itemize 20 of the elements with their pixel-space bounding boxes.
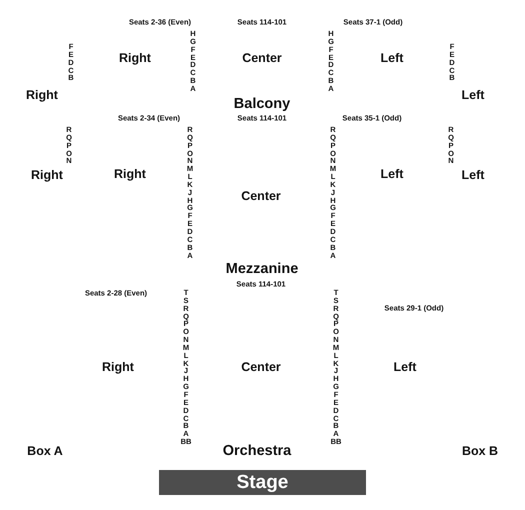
section-label: Left <box>462 88 484 102</box>
level-label: Mezzanine <box>226 262 298 276</box>
section-label: Left <box>380 168 404 180</box>
section-label: Right <box>102 360 134 374</box>
stage-block <box>159 470 366 495</box>
section-label: Right <box>114 168 146 180</box>
section-label: Center <box>241 190 281 202</box>
section-label: Center <box>242 52 282 64</box>
section-label: Box B <box>462 444 498 458</box>
level-label: Orchestra <box>222 444 292 458</box>
section-label: Right <box>31 168 63 182</box>
section-label: Right <box>119 52 151 64</box>
section-label: Right <box>26 88 58 102</box>
stage-label: Stage <box>236 472 288 494</box>
section-label: Left <box>394 360 416 374</box>
section-label: Left <box>462 168 484 182</box>
section-label: Center <box>241 360 281 374</box>
level-label: Balcony <box>234 96 290 112</box>
section-label: Box A <box>27 444 63 458</box>
section-label: Left <box>380 52 404 64</box>
